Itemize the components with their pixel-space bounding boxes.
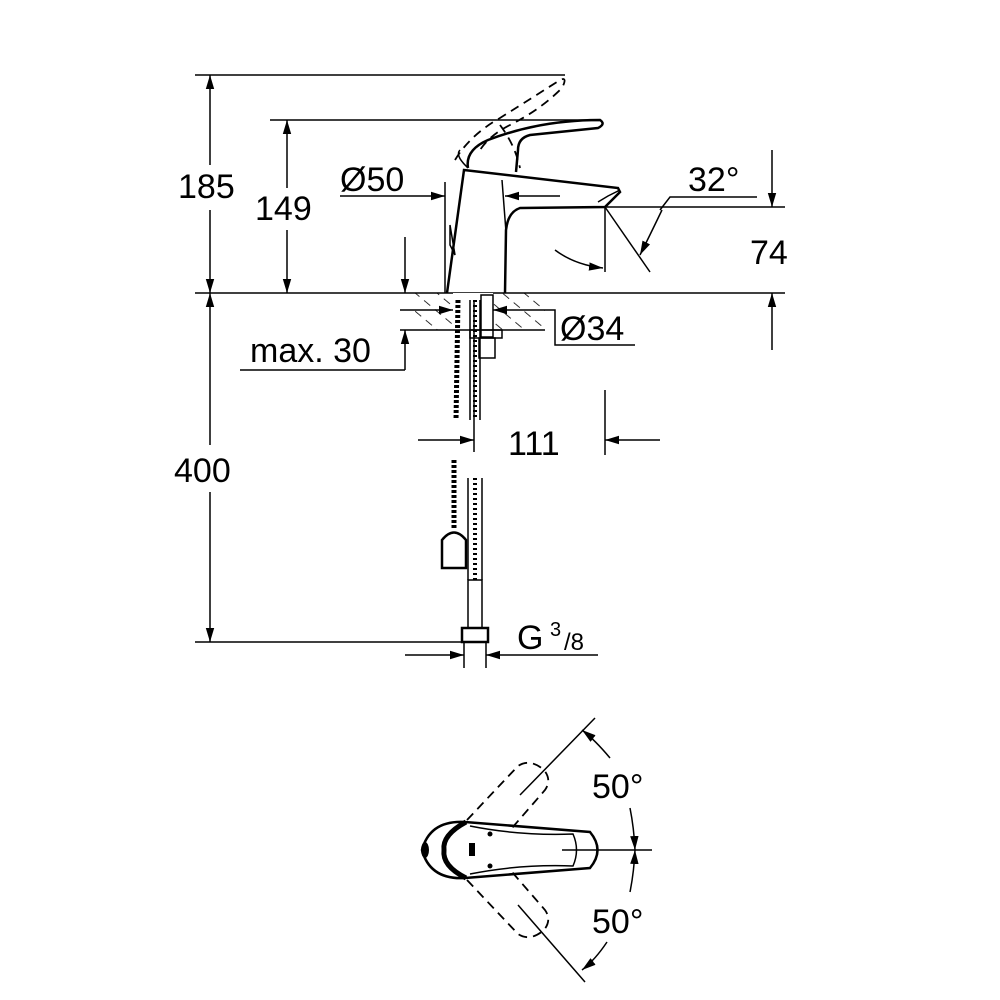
nut [478,337,496,359]
hose [467,478,483,580]
threaded-shank [480,294,494,338]
hose-connector-nut [460,626,490,644]
lever-handle [466,118,604,173]
dim-34-leader [493,305,635,346]
faucet-body-top [420,820,599,880]
lever-right-position [466,871,550,939]
float-weight [440,531,468,570]
plan-view: 50° 50° [420,717,652,983]
lever-raised-position [499,124,521,169]
dim-diameter-50-label: Ø50 [340,161,404,199]
body-edge [501,179,507,233]
angle-arrow [554,249,604,271]
faucet-body [445,168,622,294]
angle-line [517,904,586,983]
side-view: 185 149 400 Ø50 32° 74 [174,74,788,668]
angle-arrow [629,849,639,893]
hose [453,299,461,421]
body-mark [449,224,456,256]
dim-400-label: 400 [174,452,231,490]
angle-line [519,717,596,796]
lever-left-position [466,761,550,829]
lever-base [457,149,469,169]
dim-111-label: 111 [508,425,560,463]
indicator-mark [469,843,475,856]
angle-right-label: 50° [592,903,643,941]
thread-letter: G [517,619,543,657]
thread-denominator: /8 [564,629,584,656]
angle-arrow [581,941,608,971]
angle-line [604,206,651,273]
angle-arrow [581,729,611,759]
aerator [597,189,621,203]
dim-74-label: 74 [750,234,788,272]
dim-max-30-label: max. 30 [250,332,371,370]
dim-149-label: 149 [255,190,312,228]
lever-top [469,825,578,875]
dim-diameter-34-label: Ø34 [560,310,624,348]
dim-angle-32-label: 32° [688,161,739,199]
leader-line [659,196,757,211]
body-mark [421,842,429,858]
dot [487,863,493,869]
hose-tail [467,579,483,629]
angle-arrow [629,807,639,851]
hose [469,300,481,420]
dim-185-label: 185 [178,168,235,206]
angle-left-label: 50° [592,768,643,806]
dot [487,831,493,837]
thread-numerator: 3 [550,619,561,641]
angle-arrow [639,209,663,256]
lever-base-top [441,819,468,881]
lever-raised-position [454,78,566,161]
